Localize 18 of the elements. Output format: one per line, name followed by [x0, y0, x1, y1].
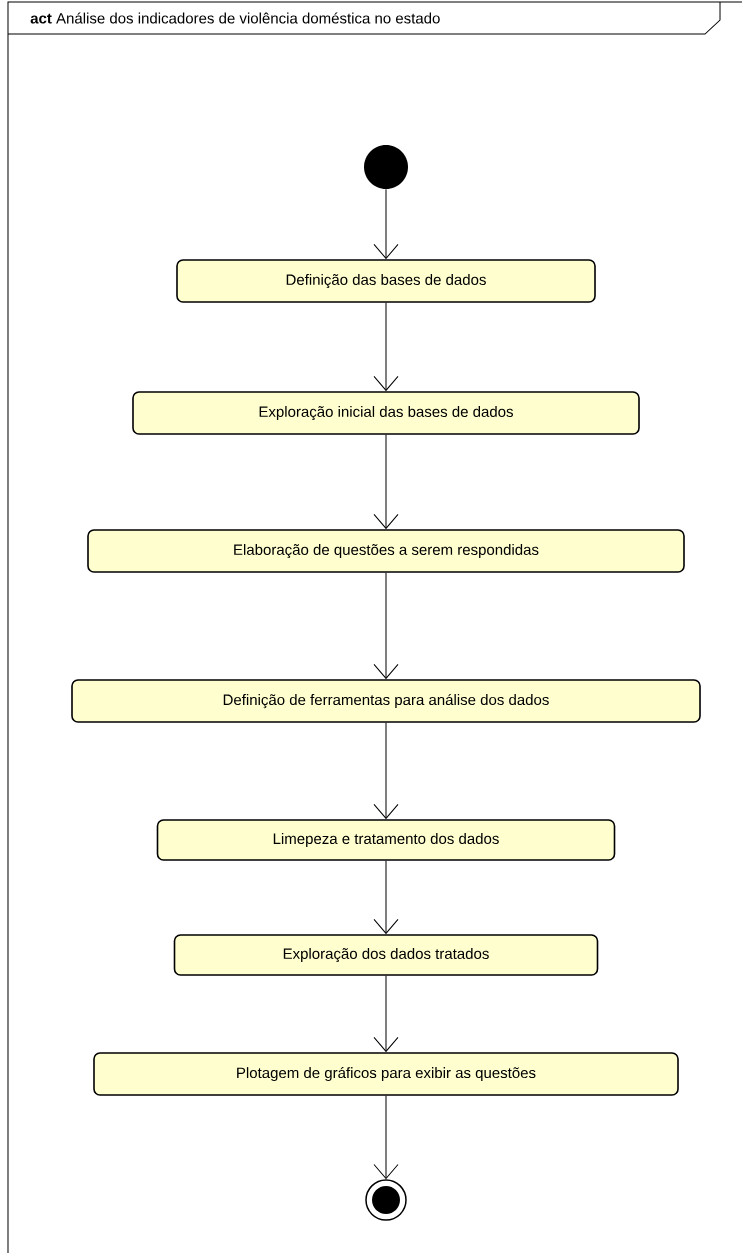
- action-box: Exploração dos dados tratados: [173, 934, 599, 976]
- arrow: [373, 975, 399, 1052]
- action-box: Plotagem de gráficos para exibir as questões: [93, 1052, 679, 1096]
- action-box: Elaboração de questões a serem respondidas: [87, 529, 685, 573]
- final-node: [365, 1179, 407, 1221]
- action-box: Definição de ferramentas para análise dos dados: [71, 679, 701, 723]
- arrow: [373, 722, 399, 819]
- action-box: Definição das bases de dados: [176, 259, 596, 303]
- action-box: Limepeza e tratamento dos dados: [156, 819, 616, 861]
- arrow: [373, 188, 399, 259]
- arrow: [373, 302, 399, 391]
- arrow: [373, 572, 399, 679]
- frame-title-tab: act Análise dos indicadores de violência doméstica no estado: [7, 1, 721, 35]
- initial-node: [364, 145, 408, 189]
- arrow: [373, 860, 399, 934]
- arrow: [373, 1095, 399, 1179]
- arrow: [373, 434, 399, 529]
- action-box: Exploração inicial das bases de dados: [132, 391, 640, 435]
